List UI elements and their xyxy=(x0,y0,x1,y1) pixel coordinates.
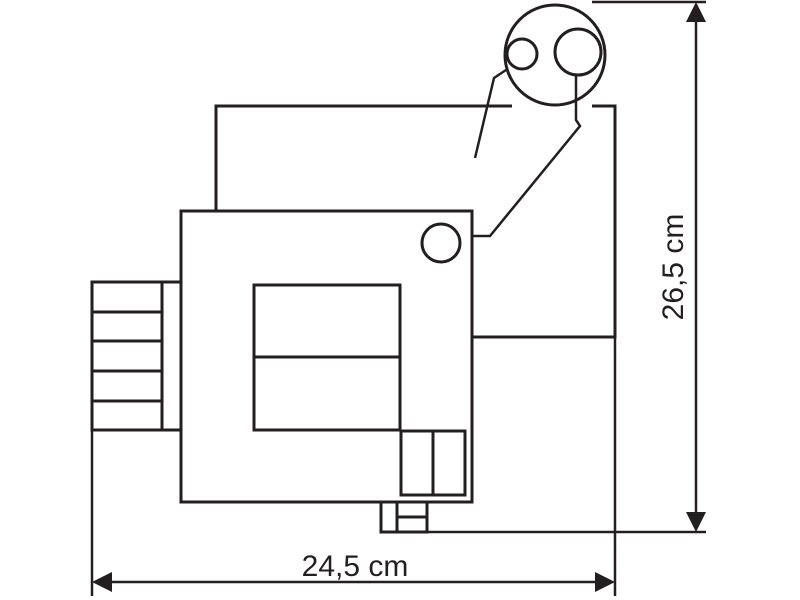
width-label: 24,5 cm xyxy=(302,550,409,583)
height-arrow-top xyxy=(686,2,706,22)
rear-housing-outline xyxy=(214,104,617,339)
height-label: 26,5 cm xyxy=(657,214,690,321)
lever-arm-left xyxy=(473,68,507,159)
body-screw-circle xyxy=(420,222,462,264)
head-small-circle xyxy=(505,37,539,71)
head-large-circle xyxy=(553,27,603,77)
left-fin-stack xyxy=(90,280,183,432)
width-arrow-right xyxy=(595,572,615,592)
round-head xyxy=(503,3,607,107)
height-arrow-bottom xyxy=(686,512,706,532)
lever-arm-right xyxy=(472,76,582,238)
width-arrow-left xyxy=(92,572,112,592)
